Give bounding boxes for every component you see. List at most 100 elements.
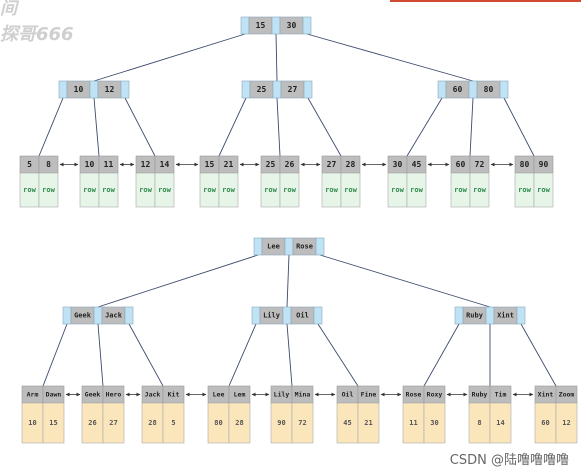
node-pointer-cell — [93, 306, 103, 325]
leaf-data-label: row — [42, 186, 55, 194]
leaf-key-label: 80 — [520, 160, 530, 169]
leaf-key-label: 27 — [327, 160, 337, 169]
leaf-data-label: 5 — [171, 419, 175, 427]
leaf-data-cell — [98, 172, 119, 208]
node-key-label: Rose — [296, 243, 313, 251]
leaf-data-label: 28 — [235, 419, 243, 427]
node-pointer-cell — [499, 80, 509, 99]
leaf-data-label: row — [518, 186, 531, 194]
csdn-watermark: CSDN @陆噜噜噜噜 — [449, 453, 569, 468]
leaf-data-label: 90 — [277, 419, 285, 427]
node-key-label: 30 — [287, 21, 297, 30]
node-pointer-cell — [315, 237, 325, 256]
node-key-label: Xint — [497, 312, 514, 320]
leaf-key-label: 30 — [393, 160, 403, 169]
leaf-data-label: row — [264, 186, 277, 194]
node-key-label: 25 — [257, 85, 267, 94]
leaf-key-label: Tim — [495, 391, 507, 399]
leaf-data-label: 72 — [298, 419, 306, 427]
node-pointer-cell — [516, 306, 526, 325]
tree1-leaf-edge — [93, 97, 100, 157]
leaf-data-label: row — [454, 186, 467, 194]
tree1-leaf-node: 27 row 28 row — [321, 155, 361, 208]
leaf-data-label: 12 — [562, 419, 570, 427]
tree2-leaf-edge — [42, 323, 68, 387]
tree1-leaf-edge — [503, 97, 535, 157]
tree1-leaf-edge — [406, 97, 443, 157]
node-key-label: 60 — [453, 85, 463, 94]
top-accent-strip — [390, 0, 581, 2]
leaf-data-cell — [291, 402, 314, 444]
overlay-caption-handle: 探哥666 — [0, 24, 74, 45]
node-key-label: 27 — [288, 85, 298, 94]
leaf-data-cell — [279, 172, 300, 208]
node-pointer-cell — [253, 237, 263, 256]
node-pointer-cell — [58, 80, 68, 99]
leaf-data-cell — [38, 172, 59, 208]
overlay-caption-top: 间 — [0, 0, 17, 19]
leaf-data-label: 60 — [541, 419, 549, 427]
node-key-label: Lee — [267, 243, 280, 251]
leaf-key-label: 15 — [205, 160, 215, 169]
leaf-key-label: 72 — [475, 160, 485, 169]
leaf-key-label: 28 — [346, 160, 356, 169]
node-pointer-cell — [437, 80, 447, 99]
leaf-key-label: Jack — [145, 391, 161, 399]
leaf-key-label: 14 — [160, 160, 170, 169]
node-pointer-cell — [454, 306, 464, 325]
leaf-data-label: row — [203, 186, 216, 194]
leaf-data-cell — [469, 172, 490, 208]
tree2-root-node: Lee Rose — [253, 237, 325, 256]
node-key-label: 15 — [256, 21, 266, 30]
leaf-key-label: 12 — [141, 160, 151, 169]
node-pointer-cell — [468, 80, 478, 99]
leaf-data-cell — [154, 172, 175, 208]
tree2-leaf-edge — [520, 323, 557, 387]
node-pointer-cell — [120, 80, 130, 99]
leaf-data-label: 21 — [364, 419, 372, 427]
tree1-root-edge — [275, 33, 278, 82]
node-pointer-cell — [284, 237, 294, 256]
node-pointer-cell — [485, 306, 495, 325]
tree1-leaf-edge — [307, 97, 342, 157]
leaf-data-label: 10 — [28, 419, 36, 427]
leaf-data-label: 14 — [496, 419, 504, 427]
leaf-data-label: 80 — [214, 419, 222, 427]
tree2-leaf-edge — [97, 323, 104, 387]
leaf-data-cell — [357, 402, 380, 444]
tree2-leaf-edge — [286, 323, 293, 387]
leaf-key-label: Xint — [538, 391, 554, 399]
leaf-key-label: Dawn — [46, 391, 62, 399]
leaf-key-label: Hero — [106, 391, 122, 399]
leaf-data-cell — [340, 172, 361, 208]
node-pointer-cell — [241, 80, 251, 99]
leaf-key-label: Ruby — [472, 391, 488, 399]
leaf-data-cell — [555, 402, 578, 444]
node-key-label: Geek — [74, 312, 92, 320]
leaf-key-label: 90 — [539, 160, 549, 169]
leaf-data-cell — [423, 402, 446, 444]
node-key-label: 12 — [105, 85, 115, 94]
leaf-data-label: row — [23, 186, 36, 194]
leaf-key-label: Mina — [295, 391, 311, 399]
leaf-key-label: Lem — [234, 391, 246, 399]
node-pointer-cell — [282, 306, 292, 325]
leaf-data-label: row — [344, 186, 357, 194]
leaf-data-label: 30 — [430, 419, 438, 427]
leaf-data-label: row — [325, 186, 338, 194]
